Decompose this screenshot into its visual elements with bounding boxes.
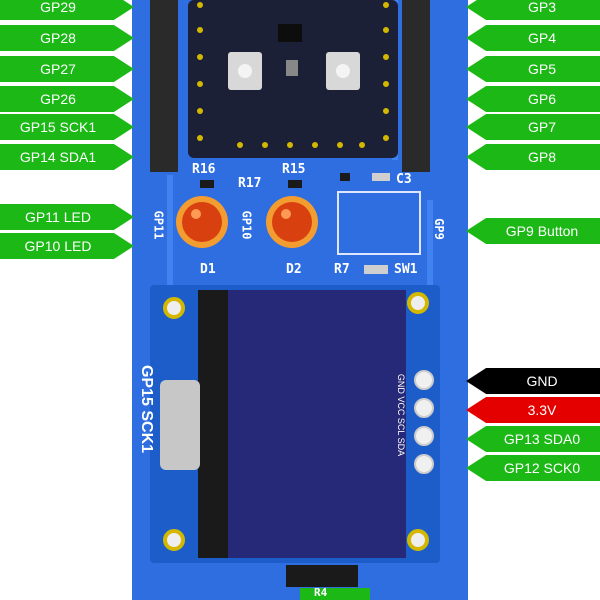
pin-label-gp28: GP28 [0,25,134,51]
resistor-r4 [286,565,358,587]
pin-label-gp29: GP29 [0,0,134,20]
silk-gp9: GP9 [431,218,446,240]
pin-label-gp27: GP27 [0,56,134,82]
pin-label-gp13-sda0: GP13 SDA0 [466,426,600,452]
pin-label-gp10-led: GP10 LED [0,233,134,259]
silk-r7: R7 [334,262,350,277]
switch-sw1 [337,191,421,255]
silk-sw1: SW1 [394,262,418,277]
silk-d1: D1 [200,262,216,277]
pin-label-gp26: GP26 [0,86,134,112]
silk-gp11: GP11 [151,210,166,240]
pin-label-gp5: GP5 [466,56,600,82]
silk-r4: R4 [314,586,328,599]
pin-label-gp11-led: GP11 LED [0,204,134,230]
pin-label-gp15-sck1: GP15 SCK1 [0,114,134,140]
silk-r15: R15 [282,162,306,177]
left-header [150,0,178,172]
mcu-module [188,0,398,158]
right-header [402,0,430,172]
pin-label-gp4: GP4 [466,25,600,51]
pin-label-gp7: GP7 [466,114,600,140]
flex-cable [160,380,200,470]
silk-oled-pins: GND VCC SCL SDA [396,373,407,457]
silk-r16: R16 [192,162,216,177]
silk-gp15-sck1: GP15 SCK1 [138,364,156,454]
pin-label-gp9-button: GP9 Button [466,218,600,244]
silk-d2: D2 [286,262,302,277]
oled-screen [198,290,406,558]
pin-label-gp3: GP3 [466,0,600,20]
pin-label-gnd: GND [466,368,600,394]
silk-r17: R17 [238,176,262,191]
pin-label-3v3: 3.3V [466,397,600,423]
pin-label-gp8: GP8 [466,144,600,170]
pin-label-gp6: GP6 [466,86,600,112]
pin-label-gp12-sck0: GP12 SCK0 [466,455,600,481]
pin-label-gp14-sda1: GP14 SDA1 [0,144,134,170]
silk-gp10: GP10 [239,210,254,240]
silk-c3: C3 [396,172,412,187]
